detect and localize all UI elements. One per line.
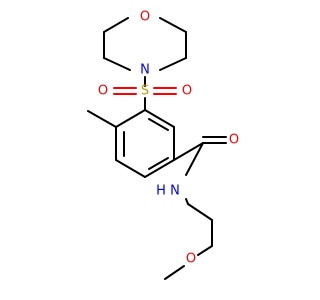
- bond: [148, 118, 169, 131]
- bond: [103, 57, 131, 71]
- bond: [197, 245, 213, 256]
- atom-n-morpholine: N: [140, 63, 150, 78]
- atom-n-amide: N: [170, 184, 180, 199]
- structure-svg: O N S O O O N H O: [87, 10, 239, 280]
- bond: [144, 109, 175, 128]
- bond: [144, 159, 175, 178]
- bond: [148, 157, 169, 170]
- bond: [173, 142, 204, 161]
- atom-o-sulfonyl-right: O: [182, 84, 192, 99]
- bond: [187, 203, 213, 221]
- bond: [103, 17, 129, 33]
- bond: [115, 109, 146, 128]
- bond: [159, 57, 187, 71]
- atom-o-ether: O: [186, 252, 196, 267]
- bond: [115, 159, 146, 178]
- atom-o-morpholine: O: [140, 10, 150, 25]
- atom-o-sulfonyl-left: O: [98, 84, 108, 99]
- bond: [185, 142, 204, 176]
- bond: [164, 265, 185, 280]
- bond: [87, 110, 117, 128]
- atom-h-amide: H: [156, 184, 166, 199]
- molecule-diagram: O N S O O O N H O: [87, 10, 239, 280]
- atom-s: S: [141, 84, 149, 99]
- bond: [159, 17, 187, 33]
- atom-o-carbonyl: O: [229, 133, 239, 148]
